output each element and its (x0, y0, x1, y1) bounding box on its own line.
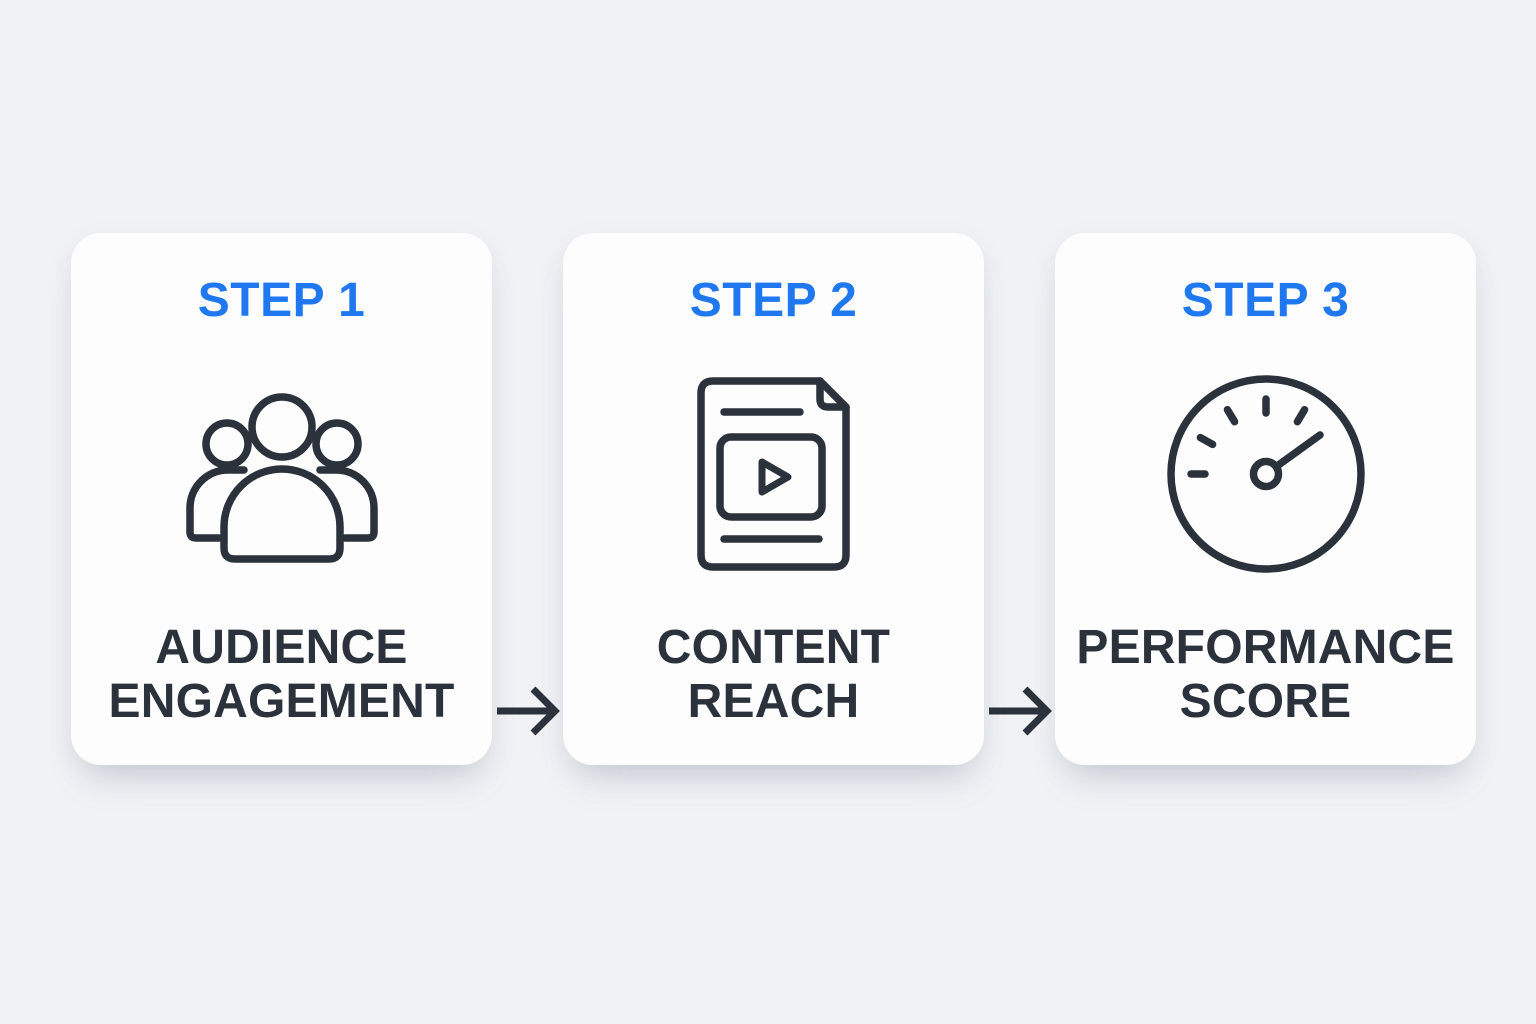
step-1-title-line1: AUDIENCE (155, 620, 408, 674)
step-2-label: STEP 2 (689, 274, 858, 327)
step-2-title-line2: REACH (687, 674, 860, 728)
step-3-title-line1: PERFORMANCE (1076, 620, 1455, 674)
step-3-label: STEP 3 (1181, 274, 1350, 327)
video-document-icon (693, 328, 854, 621)
right-arrow-icon (496, 686, 560, 736)
connector-gap-1 (492, 233, 563, 765)
step-2-title-line1: CONTENT (656, 620, 891, 674)
step-3-title-line2: SCORE (1179, 674, 1352, 728)
connector-gap-2 (984, 233, 1055, 765)
audience-group-icon (182, 328, 382, 621)
speedometer-icon (1164, 328, 1368, 621)
right-arrow-icon (988, 686, 1052, 736)
step-1-label: STEP 1 (197, 274, 366, 327)
step-1-title-line2: ENGAGEMENT (108, 674, 455, 728)
